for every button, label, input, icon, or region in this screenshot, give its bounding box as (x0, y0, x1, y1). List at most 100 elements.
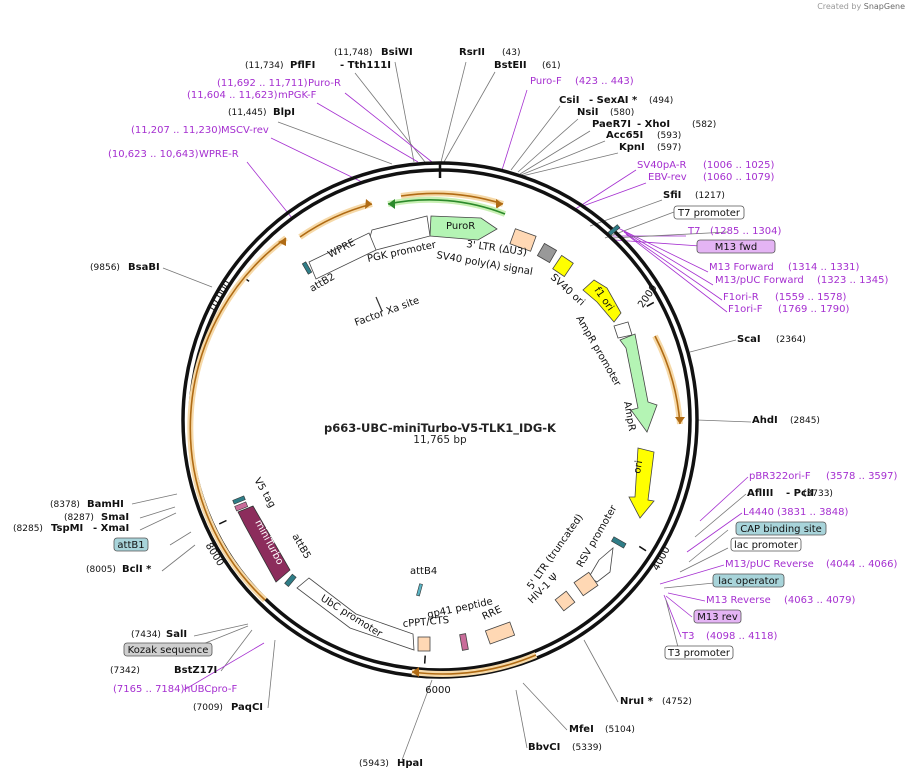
map-label-prim: (1559 .. 1578) (775, 292, 847, 303)
map-label-pos: (9856) (90, 263, 120, 273)
map-label-enz: BstZ17I (174, 665, 217, 676)
ampr-promoter-arrow (613, 321, 633, 339)
hiv-psi-box (554, 590, 576, 612)
map-label-prim: (1314 .. 1331) (788, 262, 860, 273)
map-label-pos: (11,734) (245, 61, 284, 71)
badge-box (735, 521, 827, 536)
label-leader (621, 229, 714, 286)
map-label-prim: pBR322ori-F (749, 471, 811, 482)
label-leader (169, 531, 192, 546)
map-label-enz: TspMI (51, 523, 83, 534)
map-label-pos: (8285) (13, 524, 43, 534)
badge-box (673, 205, 745, 220)
map-label-prim: hUBCpro-F (184, 684, 237, 695)
map-label-enz: SmaI (101, 512, 129, 523)
map-label-enz: - SexAI * (589, 95, 638, 106)
map-label-enz: - XhoI (637, 119, 670, 130)
map-label-enz: NruI * (620, 696, 654, 707)
map-label-pos: (597) (657, 143, 681, 153)
map-label-enz: PaeR7I (592, 119, 631, 130)
map-label-pos: (4752) (662, 697, 692, 707)
map-label-prim: (4098 .. 4118) (706, 631, 778, 642)
map-label-prim: (1285 .. 1304) (710, 226, 782, 237)
label-leader (522, 682, 568, 731)
map-label-prim: M13/pUC Reverse (725, 559, 814, 570)
label-leader (401, 679, 433, 761)
label-leader (519, 130, 591, 175)
label-leader (611, 231, 729, 239)
ltr5-box (573, 571, 599, 597)
snapgene-brand: SnapGene (863, 2, 905, 11)
map-label-pos: (7342) (110, 666, 140, 676)
attb2-box (301, 261, 313, 275)
ruler-tick-label: 6000 (425, 685, 450, 696)
label-leader (582, 182, 647, 207)
map-label-enz: BclI * (122, 564, 152, 575)
label-leader (517, 118, 579, 173)
label-leader (515, 689, 528, 749)
orf-arc-top-line (400, 192, 504, 205)
label-leader (589, 199, 663, 227)
orf-arrowhead-top (496, 199, 503, 209)
ori-arrow (628, 447, 655, 519)
plasmid-length: 11,765 bp (413, 434, 467, 446)
badge-box (693, 609, 742, 624)
map-label-enz: PflFI (290, 60, 315, 71)
inner-ring (188, 168, 692, 672)
map-label-enz: MfeI (569, 724, 594, 735)
features-layer (187, 190, 685, 677)
label-leader (440, 61, 467, 163)
puro-orf-arrowhead (388, 199, 395, 209)
orf-arrowhead-left (278, 238, 286, 246)
label-leader (696, 419, 752, 423)
map-label-pos: (8005) (86, 565, 116, 575)
orf-arc-left-line (189, 237, 287, 601)
label-leader (354, 72, 426, 163)
map-label-prim: (3578 .. 3597) (826, 471, 898, 482)
plasmid-name: p663-UBC-miniTurbo-V5-TLK1_IDG-K (324, 421, 556, 435)
badge-label: lac operator (718, 576, 779, 587)
label-leader (686, 512, 743, 553)
ruler-tick (218, 519, 227, 525)
label-leader (193, 623, 249, 637)
ltr3-box (509, 228, 537, 252)
map-label-prim: M13 Reverse (706, 595, 771, 606)
map-label-enz: BstEII (494, 60, 527, 71)
map-label-prim: (10,623 .. 10,643) (108, 149, 199, 160)
label-leader (699, 476, 749, 522)
feature-label-factor-xa: Factor Xa site (353, 295, 421, 329)
badge-box (712, 573, 785, 588)
map-label-enz: - XmaI (93, 523, 129, 534)
feature-label-cppt: cPPT/CTS (402, 615, 449, 630)
feature-label-attb5: attB5 (289, 532, 312, 561)
map-label-prim: F1ori-F (728, 304, 763, 315)
attb1-box (232, 495, 246, 505)
map-label-pos: (2364) (776, 335, 806, 345)
ubc-promoter-arrow (296, 577, 415, 651)
label-leader (583, 639, 619, 703)
feature-label-v5-tag: V5 tag (251, 476, 277, 510)
feature-label-ubc: UbC promoter (318, 593, 384, 640)
orf-arrowhead-upleft (365, 199, 372, 209)
label-leader (623, 231, 723, 301)
map-label-pos: (7009) (193, 703, 223, 713)
map-label-prim: (1006 .. 1025) (703, 160, 775, 171)
map-label-pos: (43) (502, 48, 520, 58)
badge-label: Kozak sequence (128, 645, 209, 656)
map-label-prim: Puro-R (308, 78, 341, 89)
feature-label-puror: PuroR (446, 221, 475, 232)
map-label-pos: (3733) (803, 489, 833, 499)
badge-label: T7 promoter (677, 208, 741, 219)
credit-prefix: Created by (817, 2, 862, 11)
map-label-enz: SfiI (663, 190, 681, 201)
label-leader (663, 582, 715, 589)
ruler-tick (423, 655, 426, 664)
lac-site-marker (611, 536, 627, 549)
map-label-pos: (11,748) (334, 48, 373, 58)
badge-label: M13 rev (697, 612, 738, 623)
map-label-enz: BsaBI (128, 262, 160, 273)
badge-label: CAP binding site (740, 524, 822, 535)
